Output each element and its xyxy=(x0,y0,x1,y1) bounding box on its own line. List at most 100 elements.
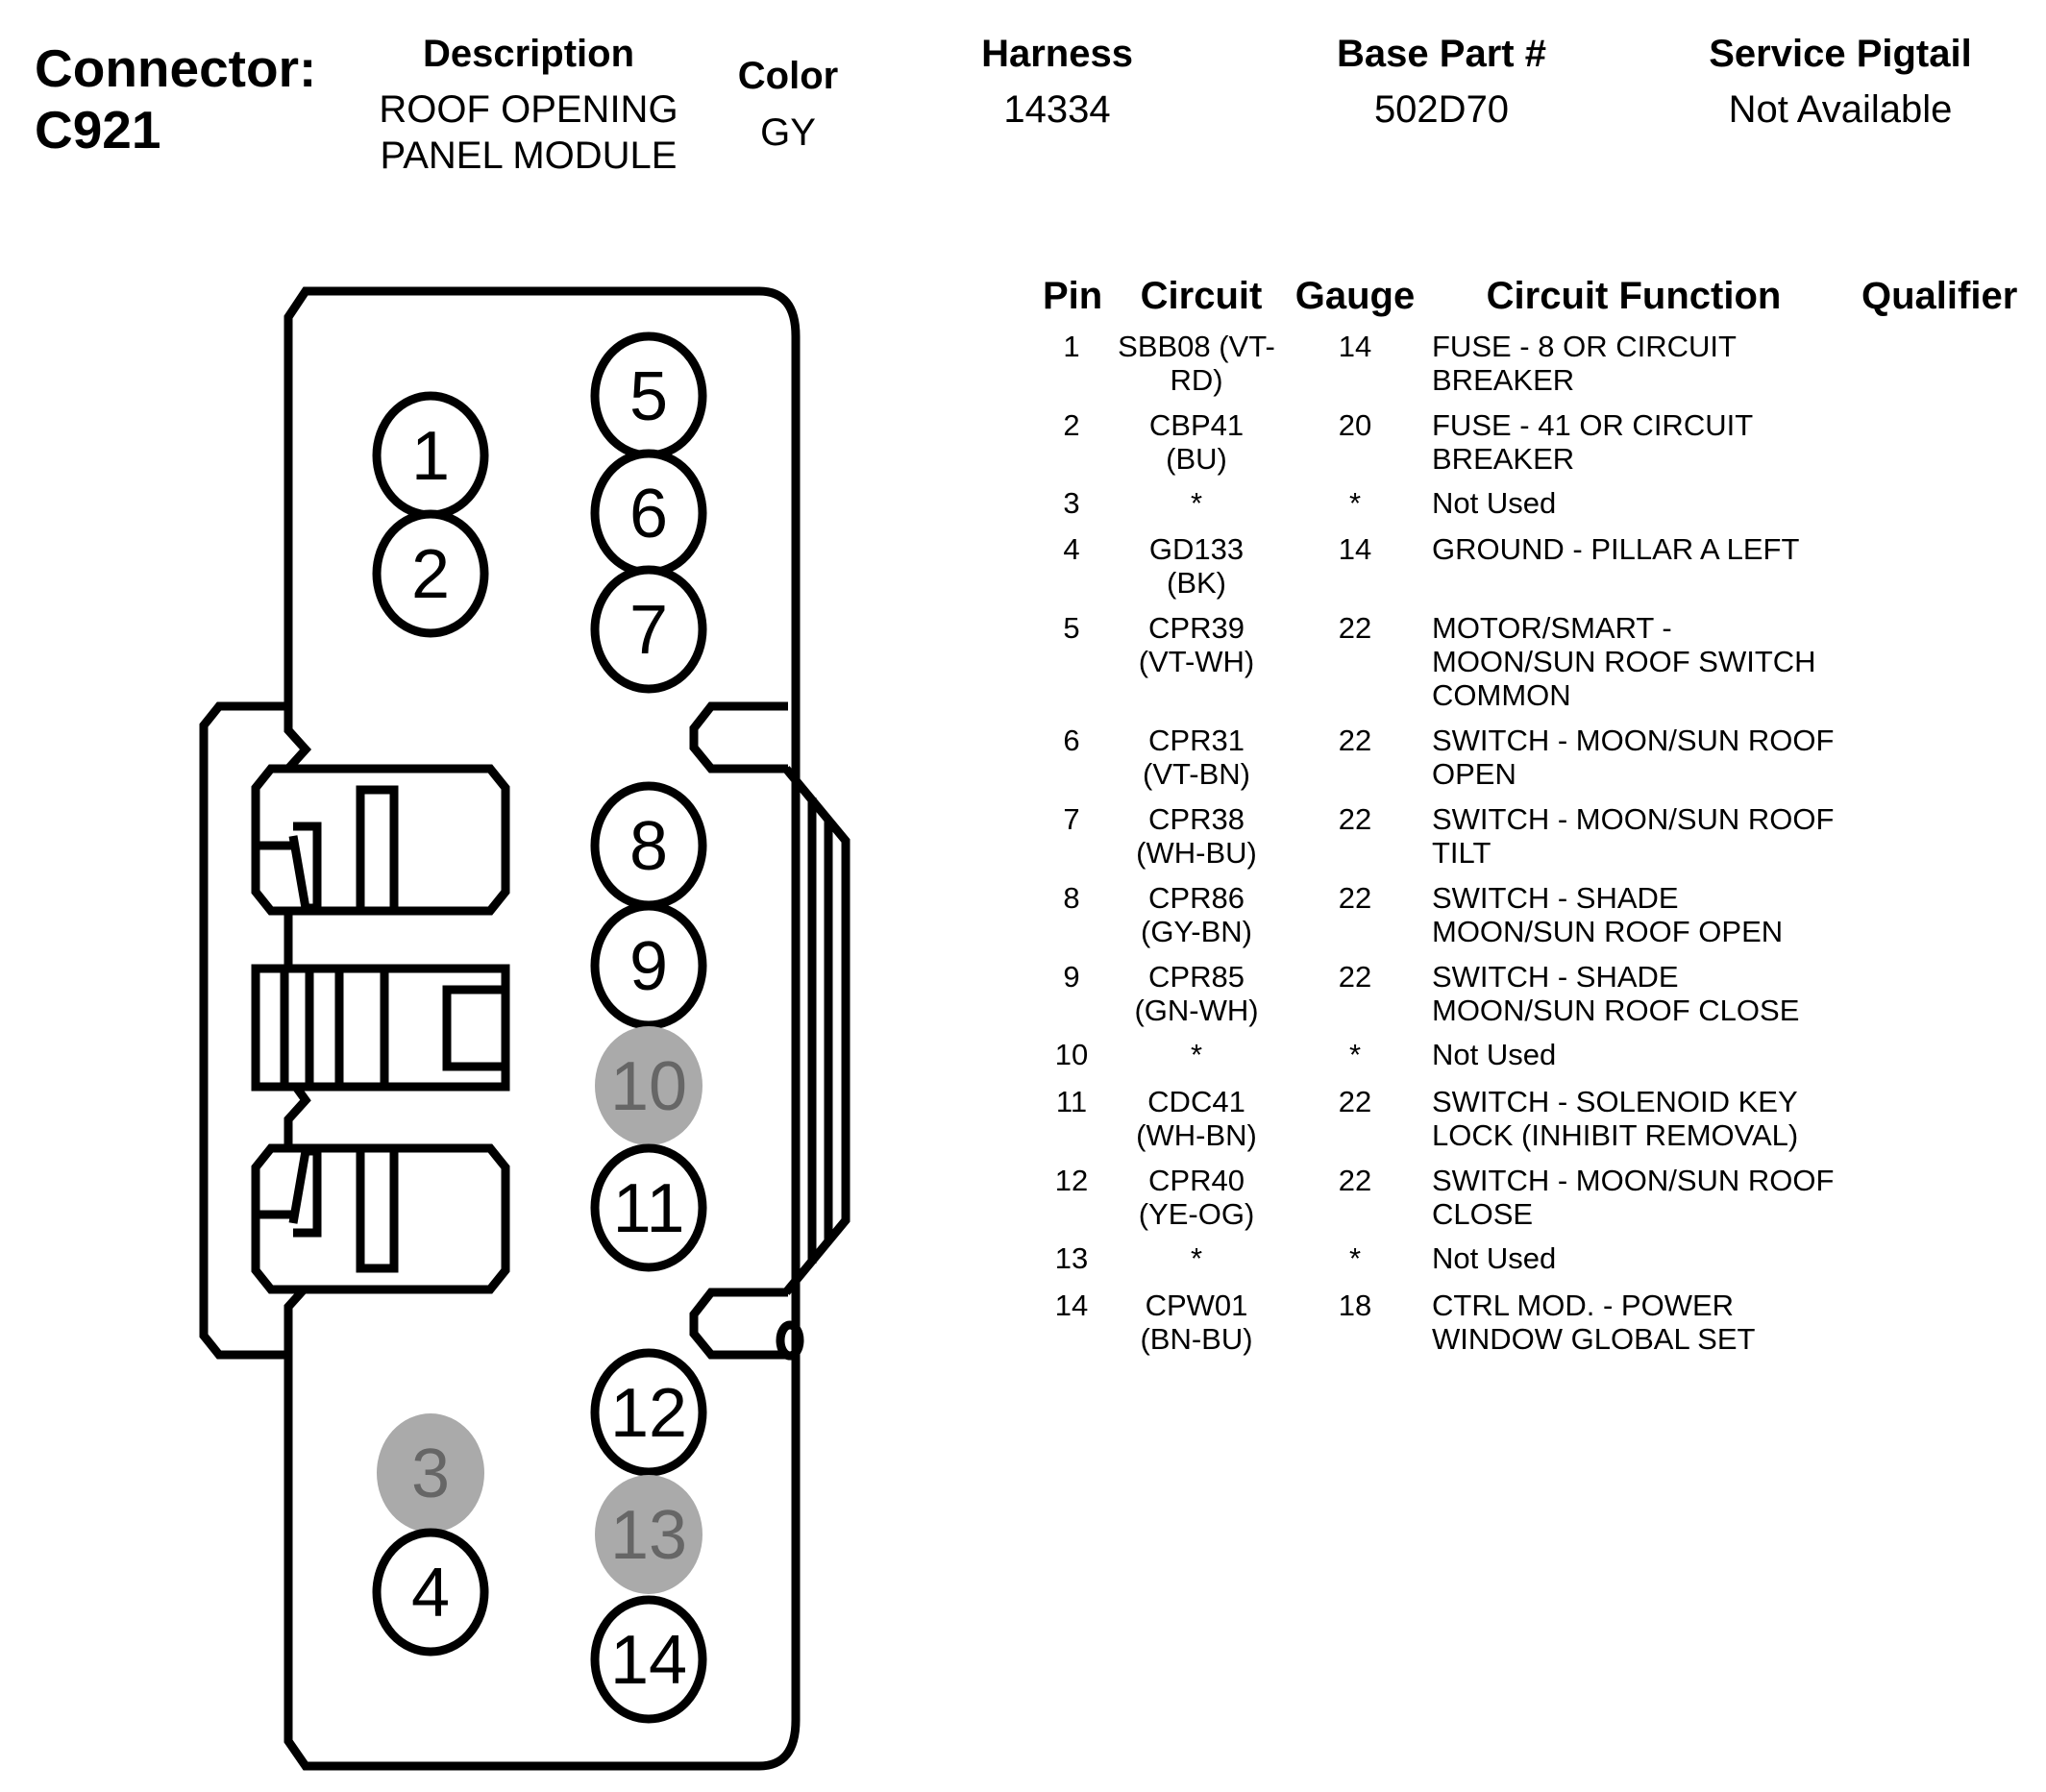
circuit-code: RD) xyxy=(1170,363,1223,397)
pin-number: 7 xyxy=(1063,802,1080,836)
gauge-value: 22 xyxy=(1338,611,1372,645)
column-header-pin: Pin xyxy=(1043,275,1103,317)
pin-label: 4 xyxy=(411,1555,450,1632)
harness-value: 14334 xyxy=(1003,88,1111,131)
pin-circle xyxy=(372,1528,489,1657)
gauge-value: 22 xyxy=(1338,1085,1372,1118)
pin-cavity: 7 xyxy=(590,565,707,694)
pin-cavity: 11 xyxy=(590,1143,707,1272)
circuit-code: (VT-WH) xyxy=(1138,645,1255,678)
pin-circle xyxy=(372,509,489,638)
gauge-value: * xyxy=(1348,1241,1362,1275)
pin-cavity: 10 xyxy=(595,1026,703,1145)
pin-label: 14 xyxy=(610,1622,687,1699)
column-header-gauge: Gauge xyxy=(1294,275,1416,317)
description-line-1: ROOF OPENING xyxy=(379,88,678,131)
pin-cavity: 6 xyxy=(590,449,707,577)
circuit-function: Not Used xyxy=(1432,1241,1557,1275)
circuit-function: MOTOR/SMART - xyxy=(1432,611,1672,645)
pin-cavity: 8 xyxy=(590,781,707,910)
pin-cavity: 2 xyxy=(372,509,489,638)
pin-circle-unused xyxy=(595,1026,703,1145)
circuit-function: SWITCH - MOON/SUN ROOF xyxy=(1432,1164,1835,1197)
description-line-2: PANEL MODULE xyxy=(380,135,678,177)
pin-label: 13 xyxy=(610,1497,687,1574)
circuit-function: GROUND - PILLAR A LEFT xyxy=(1432,532,1800,566)
gauge-value: 22 xyxy=(1338,802,1372,836)
circuit-code: * xyxy=(1190,486,1203,520)
circuit-code: (BU) xyxy=(1166,442,1227,476)
circuit-function: FUSE - 8 OR CIRCUIT xyxy=(1432,330,1737,363)
pin-label: 7 xyxy=(629,592,668,669)
connector-id: C921 xyxy=(35,100,161,160)
circuit-function: CTRL MOD. - POWER xyxy=(1432,1289,1735,1322)
pin-number: 8 xyxy=(1063,881,1080,915)
pin-label: 8 xyxy=(629,808,668,885)
gauge-value: 22 xyxy=(1338,960,1372,994)
pin-cavity: 4 xyxy=(372,1528,489,1657)
circuit-function: TILT xyxy=(1432,836,1491,870)
circuit-function: Not Used xyxy=(1432,1038,1557,1071)
harness-label: Harness xyxy=(981,33,1133,75)
gauge-value: * xyxy=(1348,1038,1362,1071)
right-notch-bottom xyxy=(689,1288,788,1360)
circuit-function: CLOSE xyxy=(1432,1197,1534,1231)
pin-label: 1 xyxy=(411,418,450,495)
pin-circle xyxy=(590,1348,707,1477)
circuit-function: MOON/SUN ROOF SWITCH xyxy=(1432,645,1816,678)
column-header-qualifier: Qualifier xyxy=(1861,275,2018,317)
circuit-function: MOON/SUN ROOF OPEN xyxy=(1432,915,1784,948)
circuit-code: CPW01 xyxy=(1145,1289,1248,1322)
circuit-code: (BK) xyxy=(1167,566,1226,600)
circuit-code: * xyxy=(1190,1038,1203,1071)
circuit-function: SWITCH - MOON/SUN ROOF xyxy=(1432,802,1835,836)
circuit-code: (BN-BU) xyxy=(1140,1322,1253,1356)
pin-number: 10 xyxy=(1054,1038,1089,1071)
pin-number: 14 xyxy=(1054,1289,1089,1322)
pin-label: 10 xyxy=(610,1048,687,1125)
pin-cavity: 13 xyxy=(595,1475,703,1594)
pin-cavity: 3 xyxy=(377,1413,484,1533)
circuit-code: CPR38 xyxy=(1148,802,1245,836)
circuit-function: WINDOW GLOBAL SET xyxy=(1432,1322,1756,1356)
circuit-code: (GN-WH) xyxy=(1134,994,1259,1027)
circuit-code: (YE-OG) xyxy=(1138,1197,1255,1231)
circuit-function: Not Used xyxy=(1432,486,1557,520)
pin-number: 4 xyxy=(1063,532,1080,566)
pin-cavity: 12 xyxy=(590,1348,707,1477)
pin-circle-unused xyxy=(377,1413,484,1533)
pin-label: 6 xyxy=(629,476,668,552)
circuit-code: CPR31 xyxy=(1148,724,1245,757)
base-part-value: 502D70 xyxy=(1373,88,1510,131)
circuit-function: COMMON xyxy=(1432,678,1571,712)
circuit-code: (VT-BN) xyxy=(1143,757,1250,791)
pin-cavity: 5 xyxy=(590,331,707,460)
pin-number: 1 xyxy=(1063,330,1080,363)
circuit-code: * xyxy=(1190,1241,1203,1275)
pin-number: 12 xyxy=(1054,1164,1089,1197)
column-header-circuit: Circuit xyxy=(1140,275,1263,317)
gauge-value: 14 xyxy=(1338,330,1372,363)
pin-number: 9 xyxy=(1063,960,1080,994)
latch-frame-outline xyxy=(199,701,288,1360)
pin-circle xyxy=(590,1595,707,1724)
pin-label: 11 xyxy=(613,1170,685,1247)
circuit-function: MOON/SUN ROOF CLOSE xyxy=(1432,994,1800,1027)
circuit-function: LOCK (INHIBIT REMOVAL) xyxy=(1432,1118,1799,1152)
pin-circle xyxy=(590,1143,707,1272)
pin-number: 13 xyxy=(1054,1241,1089,1275)
pin-cavity: 9 xyxy=(590,901,707,1030)
circuit-code: CBP41 xyxy=(1148,408,1245,442)
circuit-function: SWITCH - SOLENOID KEY xyxy=(1432,1085,1798,1118)
connector-label: Connector: xyxy=(35,38,317,98)
pin-number: 2 xyxy=(1063,408,1080,442)
circuit-code: (GY-BN) xyxy=(1141,915,1252,948)
circuit-function: FUSE - 41 OR CIRCUIT xyxy=(1432,408,1754,442)
circuit-code: CPR39 xyxy=(1148,611,1245,645)
description-label: Description xyxy=(422,33,635,75)
circuit-function: SWITCH - SHADE xyxy=(1432,881,1679,915)
pin-label: 3 xyxy=(411,1436,450,1512)
base-part-label: Base Part # xyxy=(1337,33,1546,75)
service-pigtail-value: Not Available xyxy=(1728,88,1953,131)
